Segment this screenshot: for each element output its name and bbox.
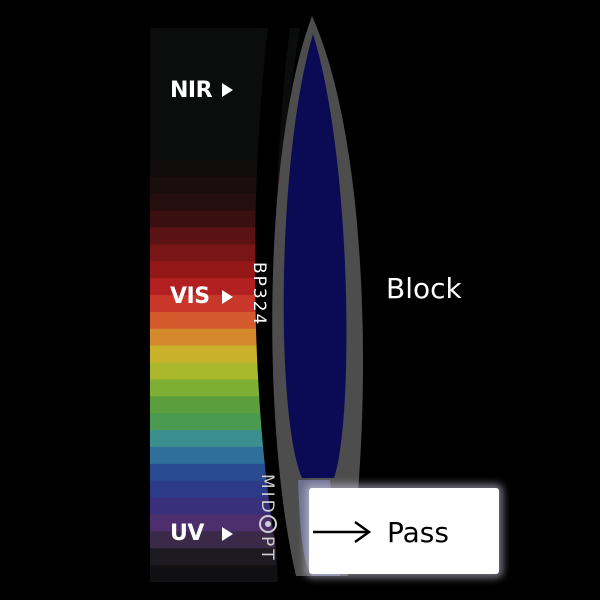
- spectrum-band: [150, 565, 300, 582]
- spectrum-band: [150, 480, 300, 499]
- filter-edge-arc: [255, 28, 300, 582]
- nir-label: NIR: [170, 78, 213, 103]
- spectrum-band: [150, 548, 300, 566]
- brand-logo: MID PT: [257, 474, 277, 563]
- spectrum-band: [150, 463, 300, 482]
- pass-arrow-icon: [313, 520, 372, 544]
- filter-model-text: BP324: [249, 262, 269, 326]
- pass-label: Pass: [387, 516, 449, 549]
- spectrum-band: [150, 497, 300, 516]
- brand-prefix-text: MID: [257, 474, 277, 516]
- spectrum-band: [150, 446, 300, 465]
- vis-arrow-icon: [222, 290, 233, 304]
- pass-box: Pass: [309, 488, 499, 574]
- filter-lens-glass: [283, 34, 347, 478]
- uv-arrow-icon: [222, 527, 233, 541]
- vis-label: VIS: [170, 284, 210, 309]
- nir-arrow-icon: [222, 83, 233, 97]
- brand-suffix-text: PT: [257, 536, 277, 563]
- uv-label: UV: [170, 521, 204, 546]
- brand-logo-icon: [259, 515, 277, 533]
- brand-logo-icon-center: [265, 521, 271, 527]
- block-label: Block: [386, 272, 462, 305]
